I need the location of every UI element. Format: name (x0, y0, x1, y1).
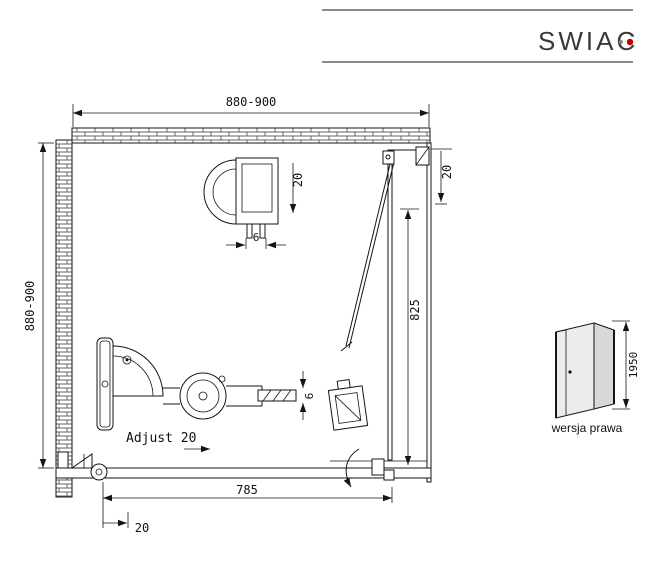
cabin-door-panel (555, 322, 595, 419)
dim-left-height: 880-900 (23, 142, 54, 469)
panel-right-outer (426, 142, 432, 483)
dim-bottom-width: 785 (102, 482, 393, 503)
dim-top-inset-label: 20 (291, 173, 305, 187)
door-open-diagonal (340, 146, 430, 352)
wall-left (55, 139, 73, 498)
side-view-cabin (555, 322, 615, 419)
dim-right-inset-label: 20 (440, 165, 454, 179)
dim-right-depth: 825 (400, 208, 422, 465)
wall-bracket-profile (327, 379, 369, 431)
side-view: 1950 wersja prawa (551, 320, 640, 435)
dim-bottom-width-label: 785 (236, 483, 258, 497)
dim-cabin-height-label: 1950 (627, 352, 640, 379)
plan-view: 880-900 880-900 20 (23, 95, 454, 535)
dim-top-inset: 20 (289, 163, 305, 213)
dim-top-width-label: 880-900 (226, 95, 277, 109)
glass-section (257, 389, 297, 402)
dim-glass-thickness: 6 (299, 371, 316, 420)
panel-right-inner (387, 149, 393, 461)
dim-cabin-height: 1950 (612, 320, 640, 410)
corner-detail-bottom-left (57, 451, 108, 481)
profile-bottom-guide (96, 337, 263, 431)
dim-left-height-label: 880-900 (23, 281, 37, 332)
dim-profile-gap-label: 6 (253, 231, 260, 244)
brand-logo: SWIAC (538, 26, 638, 56)
dim-glass-thickness-label: 6 (303, 393, 316, 400)
dim-right-depth-label: 825 (408, 299, 422, 321)
profile-top-rail (203, 157, 279, 239)
logo-dot-gray (619, 40, 623, 44)
adjust-label: Adjust 20 (126, 431, 196, 446)
cabin-side-panel (593, 322, 615, 410)
door-swing-arrow (343, 448, 360, 488)
adjust-annotation: Adjust 20 (126, 431, 210, 453)
wall-top (71, 127, 431, 144)
dim-top-width: 880-900 (72, 95, 430, 127)
side-view-caption: wersja prawa (551, 421, 623, 435)
dim-profile-gap: 6 (226, 231, 286, 249)
door-pivot-bottom (343, 448, 395, 488)
door-hinge-top (382, 150, 395, 165)
header: SWIAC (322, 9, 638, 63)
dim-bottom-offset-label: 20 (135, 521, 149, 535)
dim-right-inset: 20 (431, 148, 454, 205)
bottom-sill (55, 467, 432, 479)
logo-dot-red (626, 38, 634, 46)
cabin-door-handle (568, 370, 572, 374)
dim-bottom-offset: 20 (102, 503, 149, 535)
brand-logo-text: SWIAC (538, 26, 638, 56)
